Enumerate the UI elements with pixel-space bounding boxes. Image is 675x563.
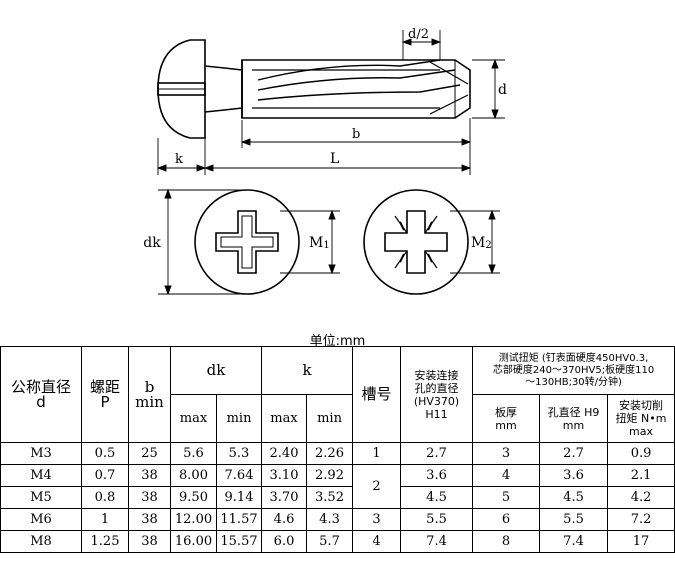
- table-row: M8 1.25 38 16.00 15.57 6.0 5.7 4 7.4 8 7…: [0, 530, 675, 553]
- cell-hole-d: 3.6: [539, 464, 609, 487]
- cell-hole: 7.4: [400, 530, 474, 553]
- label-b: b: [352, 127, 360, 142]
- cell-hole-d: 5.5: [539, 508, 609, 531]
- cell-cut: 0.9: [607, 442, 675, 465]
- cell-slot: 3: [352, 508, 402, 531]
- header-slot-no: 槽号: [352, 346, 402, 443]
- cell-cut: 2.1: [607, 464, 675, 487]
- header-mounting-hole: 安装连接孔的直径(HV370)H11: [400, 346, 474, 443]
- cell-k-min: 5.7: [306, 530, 354, 553]
- header-test-torque: 测试扭矩 (钉表面硬度450HV0.3,芯部硬度240～370HV5;板硬度11…: [472, 346, 675, 395]
- cell-b: 25: [128, 442, 171, 465]
- cell-hole-d: 2.7: [539, 442, 609, 465]
- cell-dk-max: 8.00: [170, 464, 217, 487]
- label-d-half: d/2: [408, 27, 429, 42]
- cell-dk-min: 9.14: [215, 486, 263, 509]
- cell-dk-max: 16.00: [170, 530, 217, 553]
- cell-d: M4: [0, 464, 82, 487]
- cell-dk-min: 7.64: [215, 464, 263, 487]
- cell-slot: 4: [352, 530, 402, 553]
- label-k: k: [175, 152, 183, 167]
- cell-b: 38: [128, 464, 171, 487]
- cell-k-max: 3.70: [261, 486, 308, 509]
- cell-p: 0.5: [81, 442, 129, 465]
- cell-plate: 8: [472, 530, 541, 553]
- cell-plate: 4: [472, 464, 541, 487]
- cell-hole: 2.7: [400, 442, 474, 465]
- cell-p: 0.7: [81, 464, 129, 487]
- cell-hole-d: 4.5: [539, 486, 609, 509]
- table-row: M4 0.7 38 8.00 7.64 3.10 2.92 2 3.6 4 3.…: [0, 464, 675, 509]
- cell-d: M5: [0, 486, 82, 509]
- cell-plate: 3: [472, 442, 541, 465]
- cell-dk-min: 5.3: [215, 442, 263, 465]
- cell-p: 1.25: [81, 530, 129, 553]
- header-dk: dk: [169, 346, 263, 395]
- cell-p: 1: [81, 508, 129, 531]
- cell-b: 38: [128, 508, 171, 531]
- cell-dk-min: 15.57: [215, 530, 263, 553]
- header-dk-min: min: [215, 394, 263, 443]
- label-m2: M2: [471, 235, 492, 251]
- cell-hole-d: 7.4: [539, 530, 609, 553]
- cell-k-max: 4.6: [261, 508, 308, 531]
- header-k-max: max: [261, 394, 308, 443]
- table-row: M3 0.5 25 5.6 5.3 2.40 2.26 1 2.7 3 2.7 …: [0, 442, 675, 465]
- cell-dk-min: 11.57: [215, 508, 263, 531]
- cell-hole: 4.5: [400, 486, 474, 509]
- cell-cut: 7.2: [607, 508, 675, 531]
- label-L: L: [330, 151, 339, 167]
- cell-d: M6: [0, 508, 82, 531]
- cell-k-min: 2.26: [306, 442, 354, 465]
- cell-k-max: 3.10: [261, 464, 308, 487]
- cell-d: M8: [0, 530, 82, 553]
- cell-dk-max: 12.00: [170, 508, 217, 531]
- cell-slot: 2: [352, 464, 402, 509]
- table-row: M6 1 38 12.00 11.57 4.6 4.3 3 5.5 6 5.5 …: [0, 508, 675, 531]
- cell-plate: 5: [472, 486, 541, 509]
- cell-plate: 6: [472, 508, 541, 531]
- label-dk: dk: [143, 235, 161, 251]
- header-k-min: min: [306, 394, 354, 443]
- cell-k-min: 4.3: [306, 508, 354, 531]
- cell-cut: 4.2: [607, 486, 675, 509]
- header-dk-max: max: [170, 394, 217, 443]
- head-front-view-cross: [194, 189, 300, 295]
- cell-b: 38: [128, 530, 171, 553]
- cell-dk-max: 5.6: [170, 442, 217, 465]
- header-k: k: [261, 346, 354, 395]
- label-m1: M1: [309, 235, 330, 251]
- cell-hole: 5.5: [400, 508, 474, 531]
- cell-k-max: 6.0: [261, 530, 308, 553]
- cell-dk-max: 9.50: [170, 486, 217, 509]
- cell-d: M3: [0, 442, 82, 465]
- cell-slot: 1: [352, 442, 402, 465]
- label-d: d: [498, 82, 507, 98]
- screw-technical-drawing: d/2 d b k L dk M1 M2: [143, 27, 507, 296]
- cell-cut: 17: [607, 530, 675, 553]
- cell-b: 38: [128, 486, 171, 509]
- head-front-view-pozi: [363, 189, 469, 295]
- unit-label: 单位:mm: [309, 334, 366, 349]
- cell-hole: 3.6: [400, 464, 474, 487]
- cell-p: 0.8: [81, 486, 129, 509]
- cell-k-min: 2.92: [306, 464, 354, 487]
- table-row: M5 0.8 38 9.50 9.14 3.70 3.52 4.5 5 4.5 …: [0, 486, 675, 509]
- cell-k-min: 3.52: [306, 486, 354, 509]
- cell-k-max: 2.40: [261, 442, 308, 465]
